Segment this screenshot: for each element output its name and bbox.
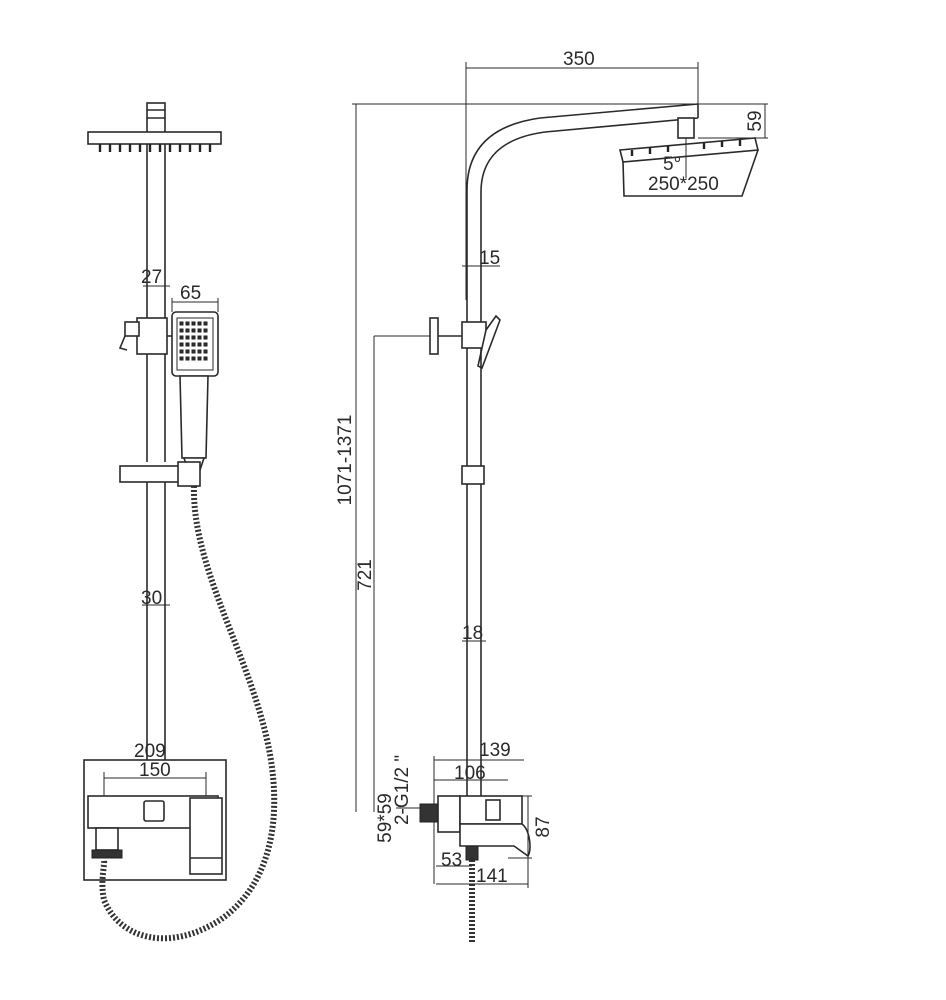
dim-pipe-upper: 27 bbox=[141, 267, 162, 288]
side-slide-holder bbox=[461, 465, 485, 485]
mixer-outlet bbox=[95, 827, 119, 851]
dim-pipe-lower-side: 18 bbox=[462, 623, 483, 644]
side-shower-head bbox=[618, 137, 760, 197]
hose-nut bbox=[91, 849, 123, 859]
side-inlet-connector bbox=[419, 803, 439, 823]
shower-head-nozzles bbox=[98, 144, 212, 152]
dim-mixer-depth: 139 bbox=[479, 740, 511, 761]
head-connector bbox=[146, 102, 166, 136]
side-wall-flange bbox=[437, 795, 461, 833]
dim-total-height: 1071-1371 bbox=[335, 415, 356, 506]
side-head-connector bbox=[677, 117, 695, 139]
dim-spout-reach: 141 bbox=[476, 866, 508, 887]
dim-mixer-spacing: 150 bbox=[139, 760, 171, 781]
side-hand-shower bbox=[477, 314, 501, 370]
front-view: 27 65 30 bbox=[83, 102, 278, 942]
side-diverter-knob bbox=[429, 317, 439, 355]
dim-head-size: 250*250 bbox=[648, 174, 719, 195]
diverter-block bbox=[136, 317, 168, 355]
dim-arm-reach: 350 bbox=[563, 49, 595, 70]
dim-mixer-body: 106 bbox=[454, 763, 486, 784]
hand-shower-nozzles bbox=[179, 321, 208, 361]
side-spout bbox=[459, 823, 531, 858]
dim-mixer-width: 209 bbox=[134, 741, 166, 762]
dim-inlet-offset: 53 bbox=[441, 850, 462, 871]
dim-mixer-height: 87 bbox=[533, 816, 554, 837]
dim-handshower-width: 65 bbox=[180, 283, 201, 304]
side-diverter bbox=[461, 321, 487, 349]
dim-arm-pipe: 15 bbox=[479, 248, 500, 269]
side-view: 350 59 5° 250*250 15 107 bbox=[335, 49, 768, 944]
mixer-lever bbox=[189, 797, 223, 875]
shower-arm bbox=[466, 103, 699, 322]
dim-connector: 2-G1/2 " bbox=[392, 755, 413, 825]
dim-holder-height: 721 bbox=[355, 559, 376, 591]
dim-flange: 59*59 bbox=[375, 793, 396, 843]
dim-head-height: 59 bbox=[745, 110, 766, 131]
shower-hose bbox=[99, 485, 278, 942]
side-mixer-lever bbox=[485, 799, 501, 821]
mixer-center-badge bbox=[143, 800, 165, 822]
diverter-knob bbox=[124, 321, 140, 337]
dim-head-tilt: 5° bbox=[663, 154, 681, 175]
hand-shower-handle bbox=[179, 375, 209, 459]
dim-pipe-lower: 30 bbox=[141, 588, 162, 609]
rain-shower-head bbox=[87, 131, 222, 145]
side-hose-nut bbox=[465, 845, 479, 861]
